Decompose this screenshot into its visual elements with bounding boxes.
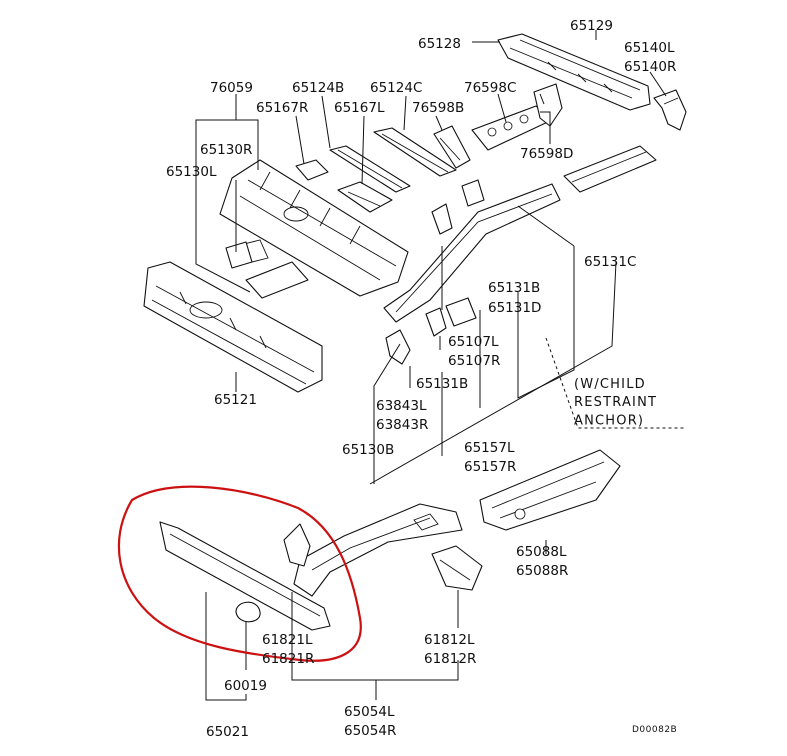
label-65124B: 65124B (292, 80, 344, 96)
part-65021 (159, 521, 331, 631)
part-65124C (373, 127, 457, 177)
label-65021: 65021 (206, 724, 249, 740)
label-65131B-lower: 65131B (416, 376, 468, 392)
label-65131C: 65131C (584, 254, 636, 270)
part-65130L (225, 241, 253, 269)
part-rear-floor-pan (219, 159, 409, 297)
part-65121 (143, 261, 323, 393)
label-76059: 76059 (210, 80, 253, 96)
label-65167R: 65167R (256, 100, 308, 116)
part-76598B (433, 125, 471, 169)
label-65130R: 65130R (200, 142, 252, 158)
label-65130L: 65130L (166, 164, 217, 180)
diagram-code: D00082B (632, 725, 677, 735)
part-60019 (235, 601, 261, 623)
part-65088 (479, 449, 621, 531)
part-65130 (245, 261, 309, 299)
label-60019: 60019 (224, 678, 267, 694)
part-76598D (533, 83, 563, 127)
highlight-circle (117, 485, 362, 662)
label-76598D: 76598D (520, 146, 573, 162)
label-65128: 65128 (418, 36, 461, 52)
label-76598B: 76598B (412, 100, 464, 116)
part-65140 (653, 89, 687, 131)
label-65131B-upper: 65131B (488, 280, 540, 296)
part-65107 (445, 297, 477, 327)
part-61812 (431, 545, 483, 591)
label-65124C: 65124C (370, 80, 422, 96)
label-76598C: 76598C (464, 80, 516, 96)
part-61821 (283, 523, 311, 567)
part-65131 (383, 145, 657, 323)
label-65130B: 65130B (342, 442, 394, 458)
label-65129: 65129 (570, 18, 613, 34)
part-65131B-lower (425, 307, 447, 337)
part-65054 (293, 503, 463, 597)
part-65124B (329, 145, 411, 193)
part-65167L (337, 181, 393, 213)
label-65131D: 65131D (488, 300, 541, 316)
part-65167R (295, 159, 329, 181)
label-65121: 65121 (214, 392, 257, 408)
part-65129 (497, 33, 651, 111)
part-76598C (471, 105, 553, 151)
label-65167L: 65167L (334, 100, 385, 116)
leader-lines (195, 30, 686, 701)
